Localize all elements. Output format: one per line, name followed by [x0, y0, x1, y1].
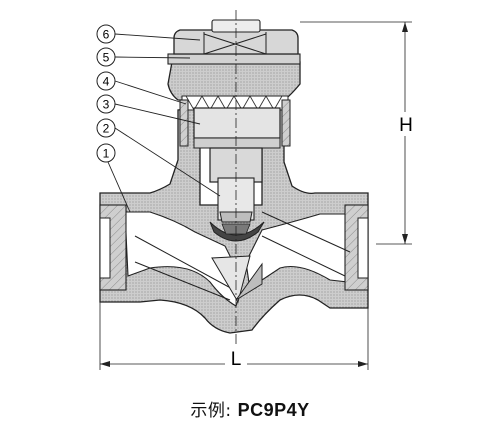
svg-text:1: 1	[103, 147, 110, 161]
svg-text:6: 6	[103, 28, 110, 42]
dimension-l: L	[99, 302, 369, 370]
callout-3: 3	[96, 94, 201, 125]
body-passage	[124, 211, 239, 307]
callout-2: 2	[96, 118, 221, 197]
bonnet	[167, 53, 301, 101]
callout-1: 1	[96, 143, 131, 213]
model-caption: 示例:PC9P4Y	[0, 396, 500, 421]
callout-5: 5	[96, 47, 191, 67]
callouts: 6 5 4 3 2 1	[96, 24, 221, 213]
dimension-h: H	[300, 21, 416, 245]
svg-text:3: 3	[103, 98, 110, 112]
callout-4: 4	[96, 71, 187, 105]
height-label: H	[399, 115, 413, 136]
model-number: PC9P4Y	[237, 400, 310, 420]
length-label: L	[231, 349, 242, 370]
svg-text:4: 4	[103, 75, 110, 89]
disc	[193, 107, 281, 149]
callout-6: 6	[96, 24, 201, 44]
svg-text:2: 2	[103, 122, 110, 136]
svg-text:5: 5	[103, 51, 110, 65]
caption-prefix: 示例:	[190, 401, 232, 421]
